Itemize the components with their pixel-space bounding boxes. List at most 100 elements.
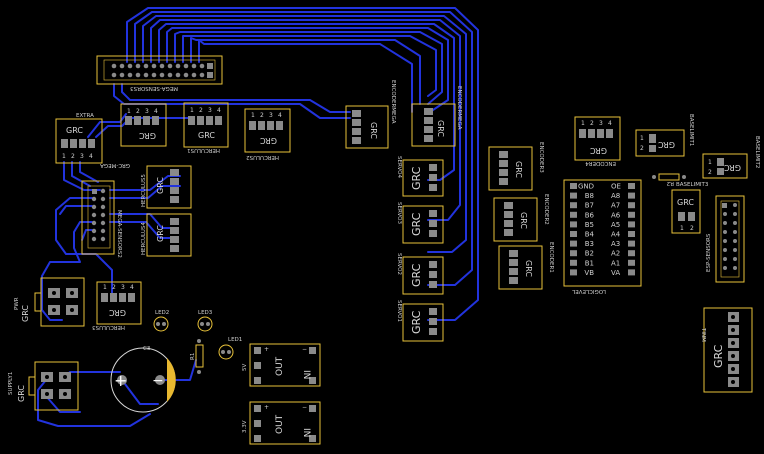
pwr-label: PWR	[14, 297, 20, 310]
pin-num: 1	[640, 135, 644, 142]
pin-num: 2	[136, 108, 140, 115]
r2-resistor: R2	[652, 173, 686, 186]
pin-num: 1	[62, 153, 66, 160]
pin-num: 4	[217, 107, 221, 114]
herculus1-label: HERCULUS1	[187, 147, 220, 153]
5v-label: 5V	[242, 364, 248, 371]
grc-text: GRC	[198, 131, 215, 140]
logiclevel-pad	[570, 192, 577, 199]
logiclevel-pin-label-left: B3	[585, 240, 594, 248]
r1-label: R1	[190, 353, 196, 360]
logiclevel-pin-label-right: A4	[611, 231, 621, 239]
servo1-connector: GRC SERVO1	[396, 300, 444, 342]
servo2-connector: GRC SERVO2	[396, 253, 444, 295]
herculus1-connector: 1 2 3 4 GRC HERCULUS1	[183, 102, 229, 153]
pin-num: 2	[590, 120, 594, 127]
grc-text: GRC	[21, 305, 30, 322]
pin-num: 1	[708, 159, 712, 166]
in-text: IN	[301, 370, 311, 379]
pwr-connector: PWR GRC	[14, 277, 85, 327]
pin-num: 2	[71, 153, 75, 160]
logiclevel-pad	[628, 202, 635, 209]
pin-num: 1	[103, 284, 107, 291]
logiclevel-pad	[570, 240, 577, 247]
logiclevel-pin-label-left: B7	[585, 202, 594, 210]
out-text: OUT	[275, 356, 285, 376]
baselimit2-connector: GRC 1 2 BASELIMIT2	[702, 136, 760, 179]
c3-minus: −	[152, 373, 164, 389]
logiclevel-pad	[570, 250, 577, 257]
servo3-connector: GRC SERVO3	[396, 202, 444, 244]
grc-text: GRC	[590, 146, 607, 155]
logiclevel-pad	[628, 192, 635, 199]
tinm-label: TINM	[700, 327, 706, 342]
pin-num: 2	[260, 112, 264, 119]
grc-connector-1: 1 2 3 4 GRC	[120, 103, 167, 147]
logiclevel-pad	[570, 183, 577, 189]
pin-num: 4	[89, 153, 93, 160]
baselimit2-label: BASELIMIT2	[754, 136, 760, 168]
grc-text: GRC	[410, 263, 423, 287]
logiclevel-pad	[570, 269, 577, 276]
grc-text: GRC	[436, 120, 445, 137]
encoder2-label: ENCODER2	[543, 194, 549, 225]
plus-text: +	[264, 404, 269, 411]
pin-num: 1	[127, 108, 131, 115]
grc-text: GRC	[410, 310, 423, 334]
logiclevel-pad	[570, 231, 577, 237]
grc-text: GRC	[260, 136, 277, 145]
mega-sensors2-label: MEGA-SENSORS2	[116, 210, 122, 258]
herculus2-label: HERCULUS2	[246, 154, 279, 160]
pin-num: 3	[121, 284, 125, 291]
logiclevel-pin-label-right: A8	[611, 192, 620, 200]
logiclevel-pin-label-right: A2	[611, 250, 620, 258]
logiclevel-pad	[628, 231, 635, 237]
c3-capacitor: + − C3	[110, 346, 176, 413]
logiclevel-pad	[570, 202, 577, 209]
led1: LED1	[218, 337, 242, 360]
servo4-connector: GRC SERVO4	[396, 156, 444, 197]
logiclevel-pin-label-left: B4	[585, 231, 595, 239]
logiclevel-pin-label-left: B8	[585, 192, 594, 200]
encoder3-connector: GRC ENCODER3	[488, 142, 544, 191]
led2: LED2	[153, 310, 169, 332]
encodermega-connector: GRC ENCODERMEGA	[345, 80, 396, 149]
baselimit1-connector: GRC 1 2 BASELIMIT1	[635, 114, 694, 157]
grc-text: GRC	[156, 225, 165, 242]
pin-num: 4	[154, 108, 158, 115]
logiclevel-pad	[628, 211, 635, 218]
pin-num: 2	[199, 107, 203, 114]
out-text: OUT	[275, 414, 285, 434]
grc-text: GRC	[17, 385, 26, 402]
grc-text: GRC	[156, 177, 165, 194]
led3: LED3	[197, 310, 213, 332]
encoder1-label: ENCODER1	[548, 242, 554, 273]
logiclevel-pin-label-left: VB	[584, 269, 594, 277]
herculus4-label: HERCULUS4	[141, 222, 147, 255]
grc-text: GRC	[677, 198, 694, 207]
encoder3-label: ENCODER3	[538, 142, 544, 173]
encoder1-connector: GRC ENCODER1	[498, 242, 554, 290]
logiclevel-pin-label-left: B5	[585, 221, 594, 229]
grc-text: GRC	[658, 140, 675, 149]
herculus5-label: HERCULUS5	[141, 174, 147, 207]
logiclevel-pin-label-right: A5	[611, 221, 620, 229]
servo3-label: SERVO3	[396, 202, 402, 224]
3v3-label: 3.3V	[242, 420, 248, 433]
logiclevel-pin-label-left: B6	[585, 211, 595, 219]
servo1-label: SERVO1	[396, 300, 402, 322]
logiclevel-pin-label-left: B2	[585, 250, 594, 258]
extra-label: EXTRA	[76, 113, 94, 119]
extra-grc: GRC	[66, 126, 83, 135]
pin-num: 3	[599, 120, 603, 127]
encoder2-connector: GRC ENCODER2	[493, 194, 549, 242]
pin-num: 3	[145, 108, 149, 115]
logiclevel-pin-label-right: A3	[611, 240, 620, 248]
mega-sensors3-label: MEGA-SENSORS3	[130, 85, 178, 91]
mega-sensors3-header: MEGA-SENSORS3	[96, 55, 223, 91]
encodermega2-connector: GRC ENCODERMEGA	[411, 86, 462, 147]
logiclevel-pin-label-right: A6	[611, 211, 621, 219]
herculus3-connector: 1 2 3 4 GRC HERCULUS3	[92, 281, 142, 330]
